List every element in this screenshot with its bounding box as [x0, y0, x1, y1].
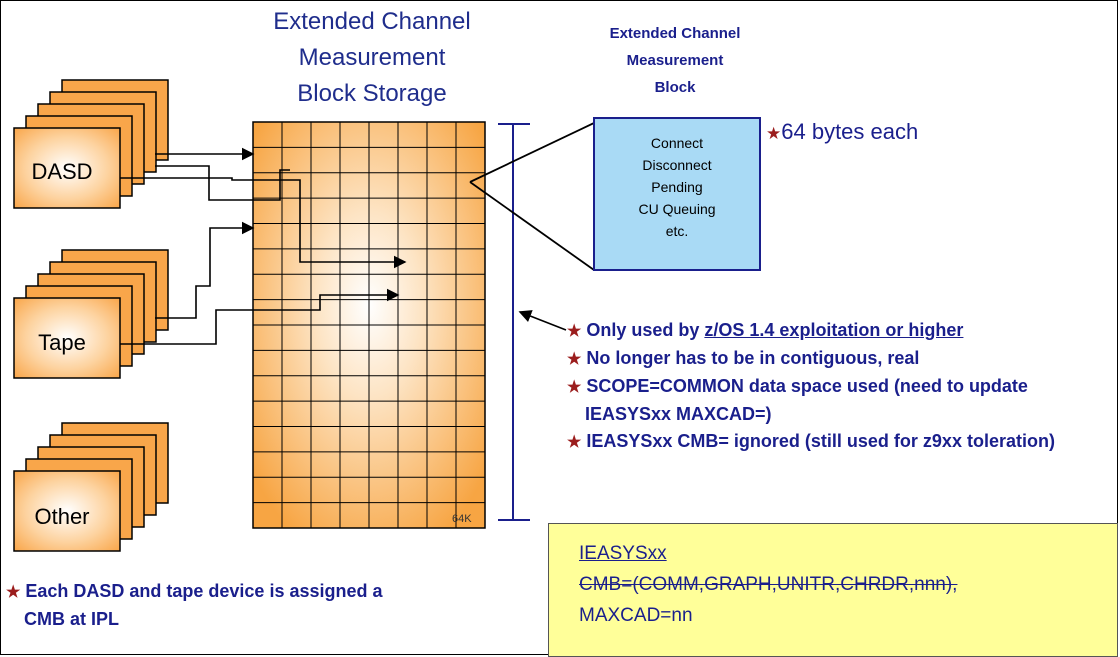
bottom-note: ★ Each DASD and tape device is assigned …	[6, 578, 426, 633]
storage-title-line: Extended Channel	[273, 8, 471, 35]
size-note: ★64 bytes each	[766, 119, 918, 145]
cmb-title-line: Block	[654, 79, 696, 96]
cmb-box-text: Connect Disconnect Pending CU Queuing et…	[594, 132, 760, 242]
star-icon: ★	[567, 323, 582, 340]
dasd-connector-3	[120, 177, 407, 269]
star-icon: ★	[766, 124, 782, 143]
grid-corner-label: 64K	[452, 513, 472, 525]
device-label-tape: Tape	[38, 330, 86, 355]
cmb-box-line: etc.	[665, 223, 689, 239]
bullet-underlined-text: z/OS 1.4 exploitation or higher	[704, 320, 964, 340]
bottom-note-item: ★ Each DASD and tape device is assigned …	[6, 578, 426, 633]
device-connectors	[120, 147, 407, 345]
bullet-text: Only used by	[586, 320, 705, 340]
cmb-expansion-lines	[469, 122, 595, 271]
range-bracket	[498, 123, 530, 521]
bullet-item: ★ SCOPE=COMMON data space used (need to …	[567, 373, 1107, 428]
device-stack-other	[13, 422, 169, 552]
cmb-title: Extended Channel Measurement Block	[560, 20, 790, 101]
cmb-detail-box	[593, 117, 761, 271]
cmb-box-line: Disconnect	[642, 157, 712, 173]
storage-title: Extended Channel Measurement Block Stora…	[232, 4, 512, 112]
device-stack-tape	[13, 249, 169, 379]
ieasys-maxcad-line: MAXCAD=nn	[579, 605, 693, 626]
cmb-box-line: Pending	[651, 179, 703, 195]
size-note-text: 64 bytes each	[781, 119, 919, 144]
bullet-text: IEASYSxx CMB= ignored (still used for z9…	[586, 431, 1055, 451]
star-icon: ★	[567, 351, 582, 368]
ieasys-cmb-line: CMB=(COMM,GRAPH,UNITR,CHRDR,nnn),	[579, 574, 958, 595]
tape-connector-1	[155, 221, 255, 319]
bottom-note-text: Each DASD and tape device is assigned a …	[24, 581, 383, 629]
bullet-text: No longer has to be in contiguous, real	[586, 348, 920, 368]
device-stack-dasd	[13, 79, 169, 209]
device-card	[13, 470, 121, 552]
cmb-box-line: CU Queuing	[638, 201, 716, 217]
bullet-item: ★ No longer has to be in contiguous, rea…	[567, 345, 1107, 373]
device-card	[13, 297, 121, 379]
bullet-pointer-arrow	[518, 310, 567, 331]
cmb-title-line: Measurement	[626, 52, 724, 69]
ieasys-callout-box: IEASYSxx CMB=(COMM,GRAPH,UNITR,CHRDR,nnn…	[548, 523, 1118, 657]
storage-grid	[252, 121, 486, 529]
device-label-dasd: DASD	[31, 159, 93, 184]
device-label-other: Other	[34, 504, 90, 529]
tape-connector-2	[120, 288, 400, 345]
bullet-list: ★ Only used by z/OS 1.4 exploitation or …	[567, 317, 1107, 456]
star-icon: ★	[6, 584, 21, 601]
ieasys-heading: IEASYSxx	[579, 543, 667, 564]
dasd-connector-2	[155, 165, 290, 201]
device-card	[13, 127, 121, 209]
star-icon: ★	[567, 379, 582, 396]
cmb-title-line: Extended Channel	[609, 25, 741, 42]
star-icon: ★	[567, 434, 582, 451]
cmb-box-line: Connect	[650, 135, 704, 151]
storage-title-line: Block Storage	[297, 80, 447, 107]
storage-title-line: Measurement	[298, 44, 446, 71]
bullet-item: ★ IEASYSxx CMB= ignored (still used for …	[567, 428, 1107, 456]
bullet-text: SCOPE=COMMON data space used (need to up…	[585, 376, 1028, 424]
bullet-item: ★ Only used by z/OS 1.4 exploitation or …	[567, 317, 1107, 345]
